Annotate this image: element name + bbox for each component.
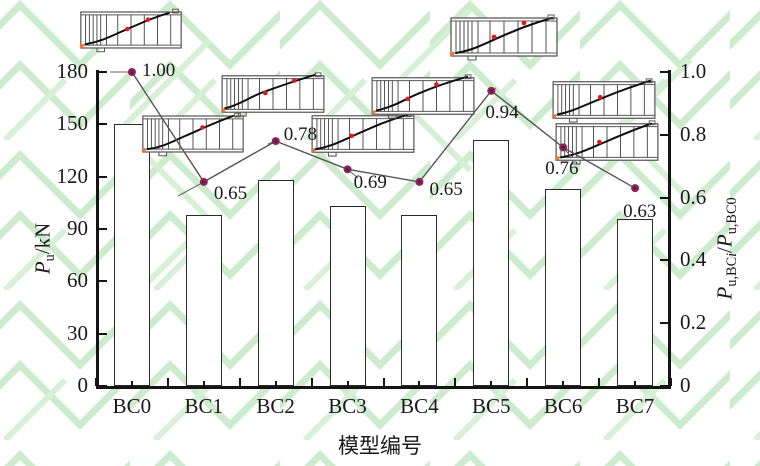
beam-crack-inset-bc0 <box>78 6 184 54</box>
y-left-title-p: P <box>30 261 55 275</box>
x-axis-tick <box>490 381 493 386</box>
x-axis-title: 模型编号 <box>338 434 422 458</box>
inset-leader-line-bc7 <box>631 187 636 191</box>
y-axis-right-title: Pu,BCi/Pu,BC0 <box>672 197 760 299</box>
x-axis-ticklabel-bc0: BC0 <box>112 394 152 418</box>
y-axis-right-tick <box>660 133 668 136</box>
x-axis-ticklabel-bc6: BC6 <box>543 394 583 418</box>
y-axis-right-ticklabel: 0.2 <box>680 310 707 335</box>
y-right-title-p2: P <box>712 234 737 248</box>
y-axis-left-tick <box>98 123 107 126</box>
data-point-label-bc5: 0.94 <box>485 101 519 123</box>
inset-leader-line-bc5 <box>491 87 497 92</box>
data-point-label-bc6: 0.76 <box>545 158 579 180</box>
x-axis-tick <box>346 381 349 386</box>
y-axis-left-tick <box>98 71 107 73</box>
y-axis-right-tick <box>660 71 668 73</box>
y-axis-right-tick <box>660 322 668 325</box>
x-axis-tick <box>418 381 421 386</box>
y-axis-right-tick <box>660 259 668 262</box>
y-left-title-sub: u <box>42 254 59 262</box>
bar-bc4 <box>401 215 438 386</box>
bar-bc3 <box>329 206 366 386</box>
x-axis-tick <box>670 378 672 386</box>
y-axis-left-ticklabel: 180 <box>56 59 89 83</box>
data-point-marker-bc0 <box>127 68 136 76</box>
x-axis-ticklabel-bc2: BC2 <box>256 394 295 418</box>
beam-crack-inset-bc4 <box>368 72 478 120</box>
y-axis-left-tick <box>98 280 107 283</box>
y-right-title-p1: P <box>712 286 737 300</box>
y-axis-left-ticklabel: 30 <box>67 320 88 345</box>
bar-bc0 <box>113 124 150 386</box>
x-axis-ticklabel-bc4: BC4 <box>400 394 439 418</box>
y-right-title-slash: / <box>712 247 737 253</box>
bar-bc1 <box>185 215 222 386</box>
data-point-marker-bc1 <box>199 177 208 186</box>
data-point-label-bc1: 0.65 <box>213 182 248 204</box>
x-axis-tick <box>95 378 97 386</box>
beam-crack-inset-bc5 <box>448 12 560 62</box>
x-axis-tick <box>526 378 529 386</box>
data-point-label-bc2: 0.78 <box>283 124 317 146</box>
y-axis-right-tick <box>660 196 668 199</box>
x-axis-tick <box>274 381 277 386</box>
y-right-title-s1: u,BC <box>724 256 741 287</box>
data-point-marker-bc4 <box>415 177 424 186</box>
y-axis-left-tick <box>98 175 107 178</box>
y-axis-left-title: Pu/kN <box>0 223 95 274</box>
y-axis-right-tick <box>660 385 668 387</box>
x-axis-tick <box>238 378 241 386</box>
data-point-marker-bc5 <box>487 86 496 95</box>
inset-leader-line-bc2 <box>267 140 276 145</box>
y-left-title-tail: /kN <box>30 222 55 255</box>
beam-crack-inset-bc6 <box>548 76 660 124</box>
x-axis-ticklabel-bc7: BC7 <box>615 394 655 418</box>
inset-leader-line-bc1 <box>177 181 205 197</box>
x-axis-line <box>96 386 671 389</box>
x-axis-tick <box>202 381 205 386</box>
y-axis-right-ticklabel: 1.0 <box>680 59 707 83</box>
y-axis-left-tick <box>98 228 107 230</box>
data-point-marker-bc3 <box>343 165 352 174</box>
y-axis-left-tick <box>98 332 107 335</box>
x-axis-tick <box>130 381 133 386</box>
data-point-label-bc7: 0.63 <box>623 201 657 223</box>
x-axis-tick <box>634 381 637 386</box>
bar-bc6 <box>545 188 582 386</box>
y-axis-right-ticklabel: 0.8 <box>680 121 707 146</box>
y-axis-left-ticklabel: 0 <box>77 373 89 397</box>
data-point-label-bc3: 0.69 <box>353 172 387 194</box>
bar-bc7 <box>617 218 654 386</box>
x-axis-ticklabel-bc1: BC1 <box>184 394 224 418</box>
y-axis-left-ticklabel: 120 <box>56 163 89 188</box>
x-axis-tick <box>166 378 169 386</box>
x-axis-tick <box>454 378 457 386</box>
x-axis-tick <box>562 381 565 386</box>
y-axis-right-line <box>668 70 671 388</box>
x-axis-tick <box>382 378 385 386</box>
data-point-label-bc0: 1.00 <box>141 60 176 81</box>
bar-bc2 <box>257 180 294 386</box>
x-axis-ticklabel-bc5: BC5 <box>472 394 511 418</box>
y-axis-left-ticklabel: 150 <box>56 111 89 136</box>
x-axis-tick <box>310 378 313 386</box>
data-point-marker-bc7 <box>631 184 640 193</box>
bar-bc5 <box>473 140 510 386</box>
y-axis-right-ticklabel: 0 <box>680 373 691 397</box>
x-axis-ticklabel-bc3: BC3 <box>328 394 367 418</box>
data-point-label-bc4: 0.65 <box>429 178 463 200</box>
y-right-title-s1i: i <box>724 252 741 257</box>
x-axis-tick <box>598 378 601 386</box>
y-axis-left-tick <box>98 385 107 387</box>
y-right-title-s2: u,BC0 <box>724 197 741 235</box>
data-point-marker-bc2 <box>271 137 280 146</box>
